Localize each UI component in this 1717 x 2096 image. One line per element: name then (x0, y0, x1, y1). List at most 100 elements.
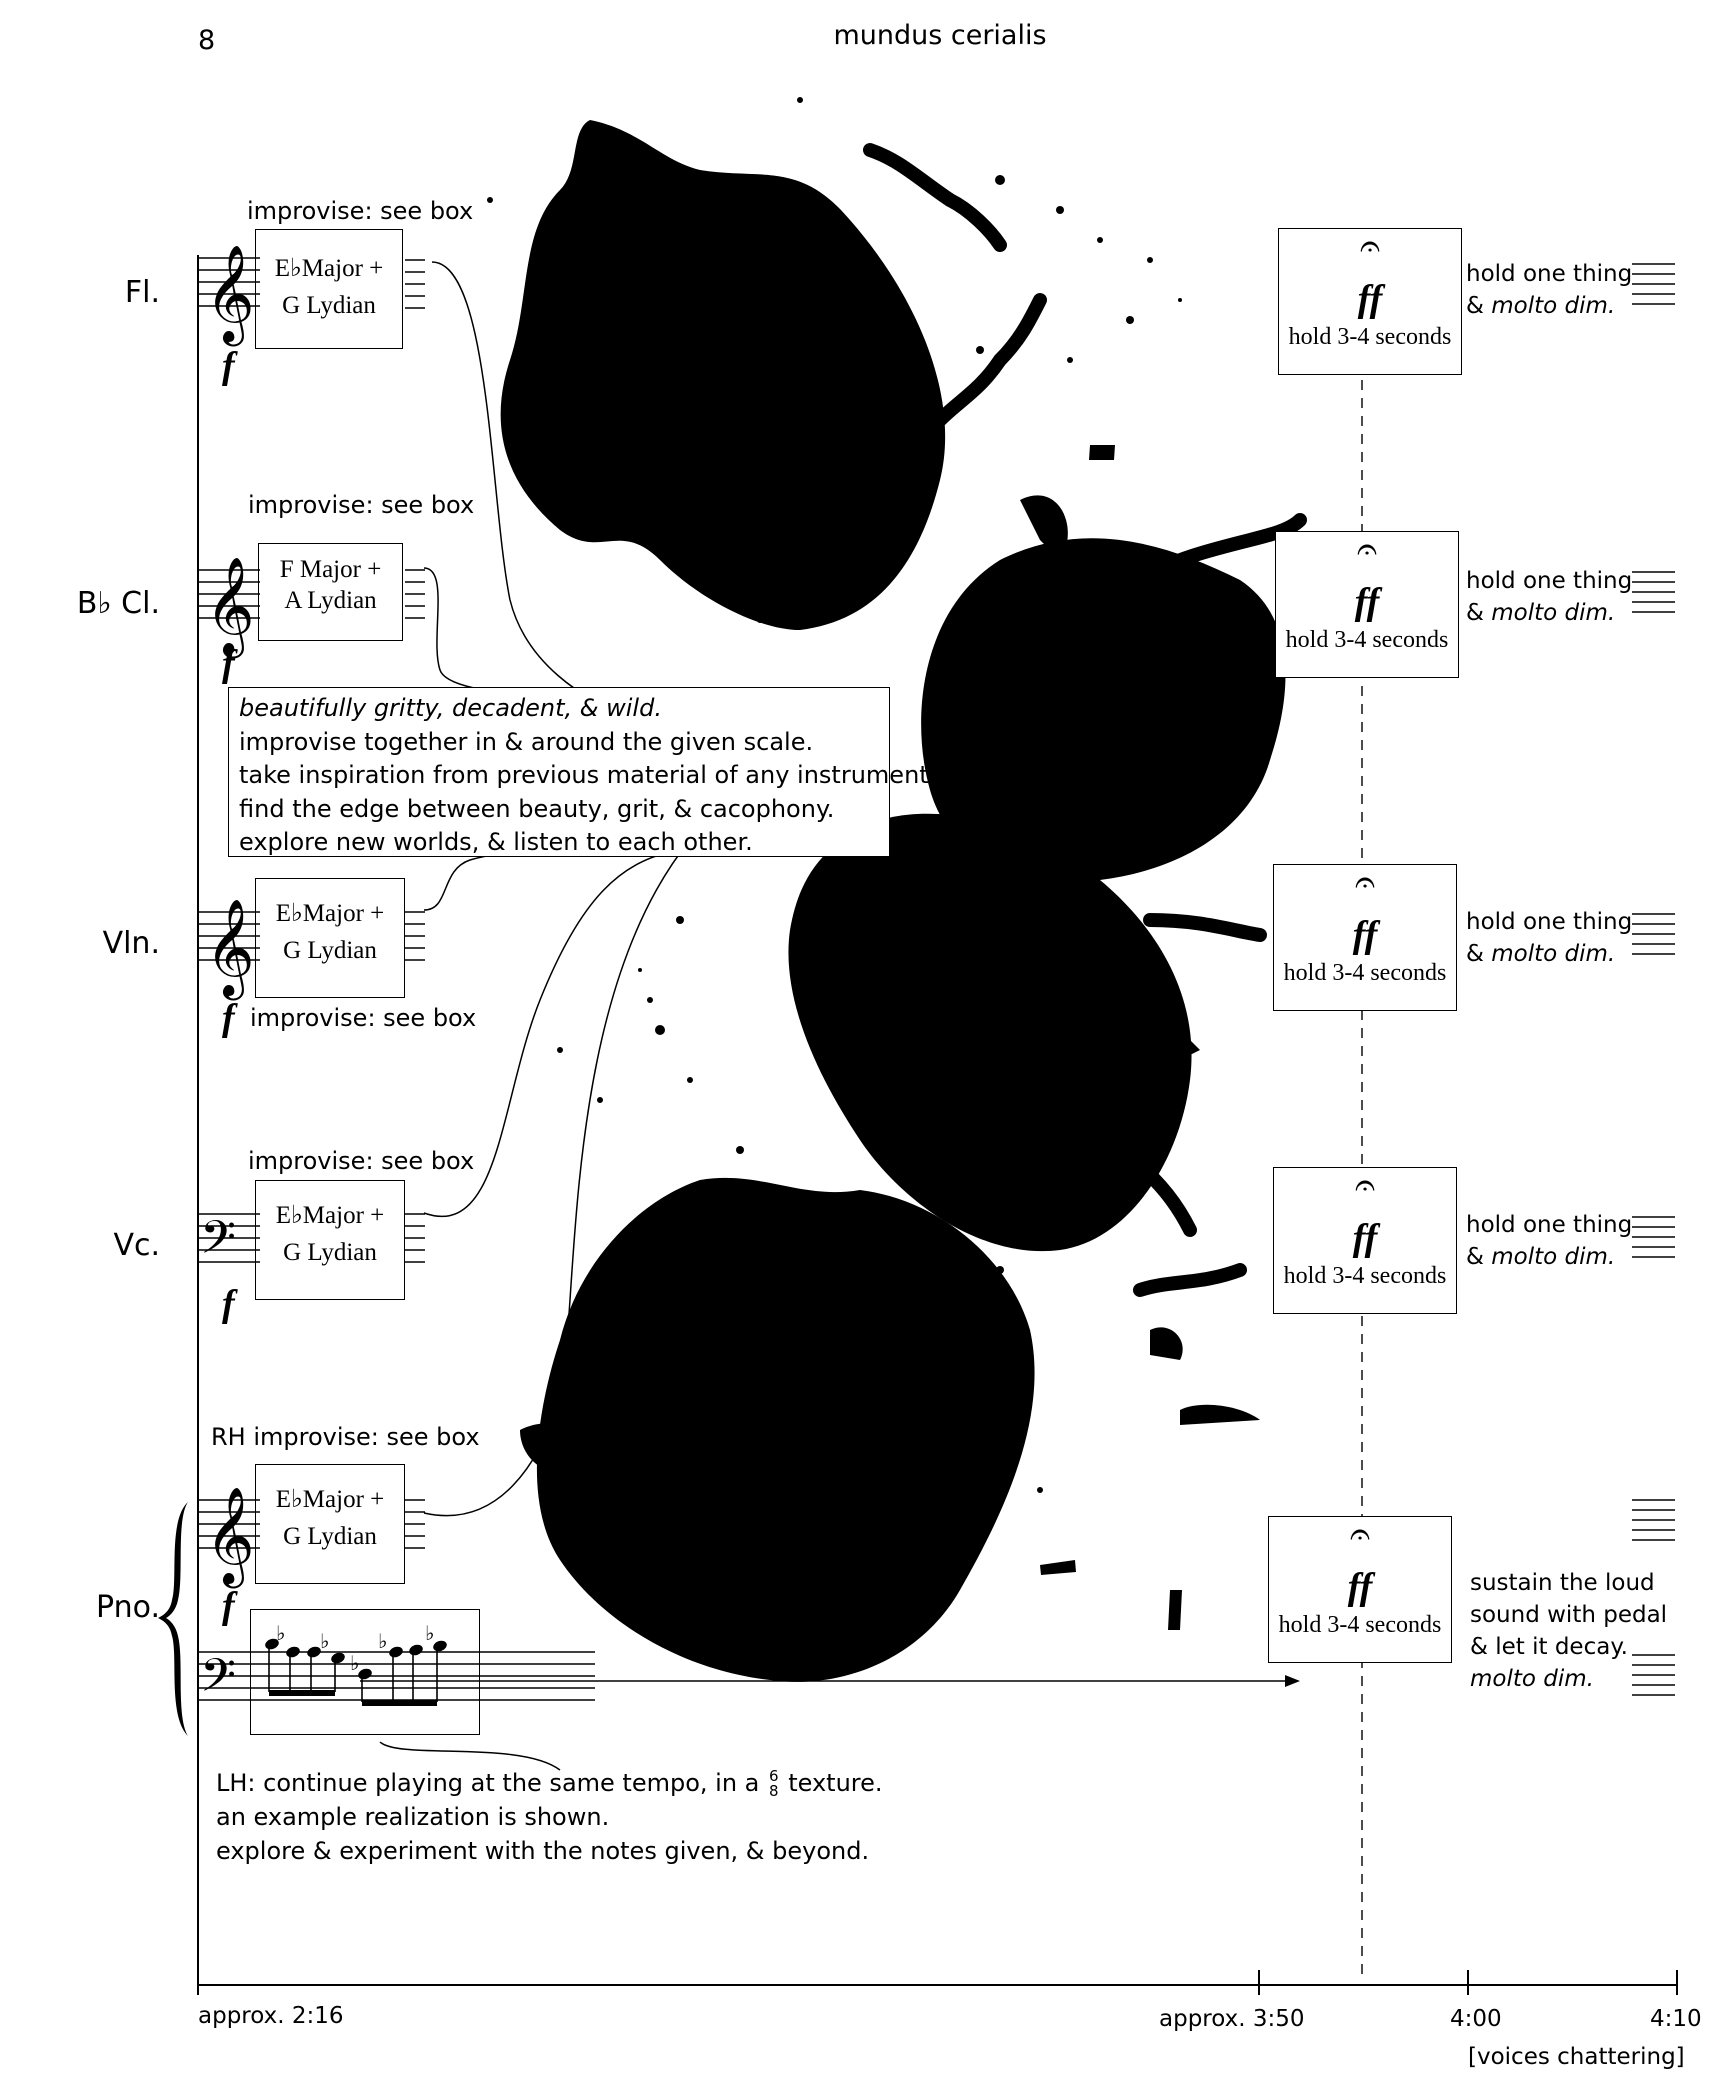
sustain-line: molto dim. (1470, 1666, 1594, 1692)
staves-left (198, 257, 595, 1701)
scale-line: E♭Major + (274, 255, 384, 282)
lh-line: an example realization is shown. (216, 1803, 610, 1831)
sustain-line: sustain the loud (1470, 1570, 1655, 1596)
lh-line: LH: continue playing at the same tempo, … (216, 1767, 883, 1800)
lh-example-box (250, 1609, 480, 1735)
dynamic-ff: ff (1354, 581, 1380, 623)
scale-box-piano: E♭Major + G Lydian (255, 1464, 405, 1584)
hold-line: hold one thing (1466, 909, 1633, 935)
hold-duration: hold 3-4 seconds (1288, 324, 1452, 350)
dynamic-ff: ff (1352, 1217, 1378, 1259)
hold-instruction-clarinet: hold one thing & molto dim. (1466, 565, 1632, 629)
improvise-label-cello: improvise: see box (248, 1147, 475, 1175)
hold-duration: hold 3-4 seconds (1283, 960, 1447, 986)
instrument-name-piano: Pno. (96, 1590, 160, 1625)
lh-example-notes: ♭ ♭ ♭ ♭ ♭ (265, 1623, 447, 1706)
fermata-icon: 𝄐 (1349, 1514, 1371, 1554)
time-label-mid: approx. 3:50 (1159, 2006, 1305, 2032)
hold-line: & molto dim. (1466, 293, 1616, 319)
dynamic-piano: f (222, 1585, 235, 1627)
instrument-name-clarinet: B♭ Cl. (76, 586, 160, 621)
improvise-label-piano: RH improvise: see box (211, 1423, 480, 1451)
hold-box-violin: 𝄐 ff hold 3-4 seconds (1273, 864, 1457, 1011)
scale-line: E♭Major + (275, 1202, 385, 1229)
svg-text:♭: ♭ (276, 1623, 285, 1645)
instruction-line: beautifully gritty, decadent, & wild. (239, 694, 662, 722)
hold-line: hold one thing (1466, 568, 1633, 594)
hold-instruction-violin: hold one thing & molto dim. (1466, 906, 1632, 970)
scale-line: G Lydian (283, 1523, 377, 1550)
instruction-line: find the edge between beauty, grit, & ca… (239, 794, 835, 823)
scale-line: A Lydian (284, 587, 377, 614)
hold-box-piano: 𝄐 ff hold 3-4 seconds (1268, 1516, 1452, 1663)
bass-clef-vc: 𝄢 (200, 1213, 236, 1275)
page-number: 8 (198, 25, 216, 56)
ink-blobs (500, 120, 1286, 1682)
svg-text:♭: ♭ (378, 1631, 387, 1653)
page-title: mundus cerialis (833, 20, 1047, 51)
time-label-4-10: 4:10 (1650, 2006, 1702, 2032)
piano-brace (158, 1502, 188, 1736)
treble-clef-cl: 𝄞 (205, 559, 255, 658)
lh-instruction: LH: continue playing at the same tempo, … (216, 1766, 883, 1868)
fermata-icon: 𝄐 (1356, 529, 1378, 569)
fermata-icon: 𝄐 (1354, 862, 1376, 902)
voices-chattering-label: [voices chattering] (1468, 2044, 1685, 2070)
scale-line: E♭Major + (275, 900, 385, 927)
scale-box-flute: E♭Major + G Lydian (255, 229, 403, 349)
sustain-line: sound with pedal (1470, 1602, 1668, 1628)
svg-text:♭: ♭ (425, 1623, 434, 1645)
clefs: 𝄞 𝄞 𝄞 𝄢 𝄞 𝄢 (200, 247, 255, 1713)
hold-box-flute: 𝄐 ff hold 3-4 seconds (1278, 228, 1462, 375)
treble-clef-pno: 𝄞 (205, 1489, 255, 1588)
scale-box-violin: E♭Major + G Lydian (255, 878, 405, 998)
dynamic-violin: f (222, 997, 235, 1039)
dynamic-flute: f (222, 345, 235, 387)
staff-stubs-right (1632, 263, 1675, 1696)
fermata-icon: 𝄐 (1359, 226, 1381, 266)
dynamic-ff: ff (1357, 278, 1383, 320)
piano-sustain-instruction: sustain the loud sound with pedal & let … (1470, 1567, 1667, 1695)
scale-line: G Lydian (283, 1239, 377, 1266)
hold-instruction-flute: hold one thing & molto dim. (1466, 258, 1632, 322)
instruction-line: improvise together in & around the given… (239, 727, 814, 756)
time-label-start: approx. 2:16 (198, 2003, 344, 2029)
squiggle-lines (863, 143, 1307, 1297)
scale-line: G Lydian (283, 937, 377, 964)
instruction-box: beautifully gritty, decadent, & wild. im… (228, 687, 937, 857)
instruction-line: take inspiration from previous material … (239, 761, 937, 789)
hold-box-cello: 𝄐 ff hold 3-4 seconds (1273, 1167, 1457, 1314)
svg-text:♭: ♭ (350, 1653, 359, 1675)
hold-line: hold one thing (1466, 261, 1633, 287)
scale-line: G Lydian (282, 292, 376, 319)
hold-duration: hold 3-4 seconds (1283, 1263, 1447, 1289)
scale-line: E♭Major + (275, 1486, 385, 1513)
hold-line: & molto dim. (1466, 1244, 1616, 1270)
instrument-name-flute: Fl. (124, 275, 160, 310)
hold-line: hold one thing (1466, 1212, 1633, 1238)
treble-clef-fl: 𝄞 (205, 247, 255, 346)
hold-line: & molto dim. (1466, 941, 1616, 967)
dynamic-ff: ff (1352, 914, 1378, 956)
sustain-line: & let it decay. (1470, 1634, 1628, 1660)
spatter-dots (487, 97, 1182, 1494)
staff-stubs (405, 259, 425, 1549)
scale-box-cello: E♭Major + G Lydian (255, 1180, 405, 1300)
hold-instruction-cello: hold one thing & molto dim. (1466, 1209, 1632, 1273)
hold-line: & molto dim. (1466, 600, 1616, 626)
lh-line: explore & experiment with the notes give… (216, 1837, 870, 1865)
dynamic-cello: f (222, 1283, 235, 1325)
instrument-name-cello: Vc. (113, 1228, 160, 1263)
time-label-4-00: 4:00 (1450, 2006, 1502, 2032)
scale-box-clarinet: F Major + A Lydian (258, 543, 403, 641)
svg-text:♭: ♭ (320, 1631, 329, 1653)
dynamic-clarinet: f (222, 643, 235, 685)
treble-clef-vln: 𝄞 (205, 901, 255, 1000)
hold-box-clarinet: 𝄐 ff hold 3-4 seconds (1275, 531, 1459, 678)
improvise-label-clarinet: improvise: see box (248, 491, 475, 519)
dynamic-ff: ff (1347, 1566, 1373, 1608)
bass-clef-pno: 𝄢 (200, 1651, 236, 1713)
